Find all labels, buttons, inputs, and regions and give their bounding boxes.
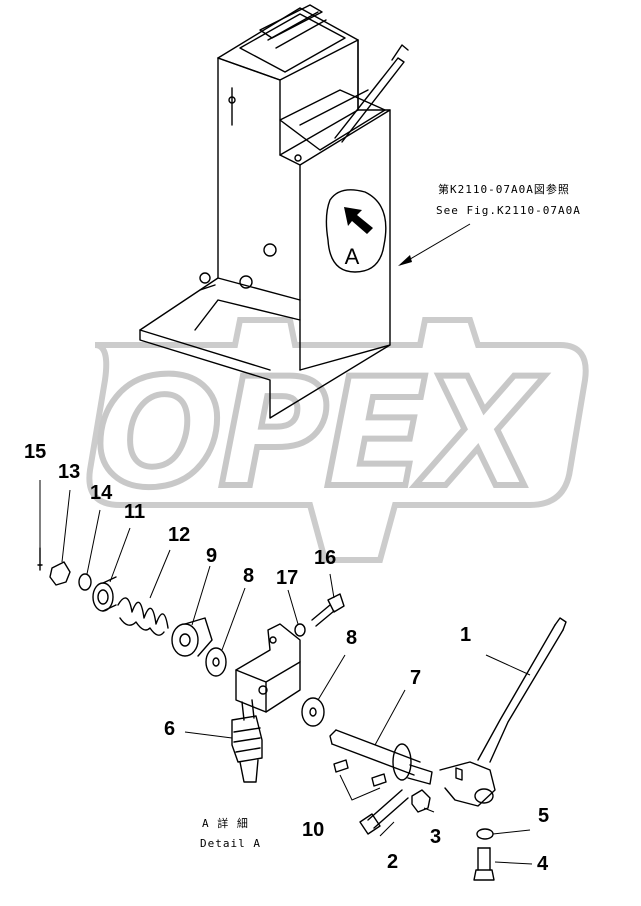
callout-14: 14 bbox=[90, 482, 113, 504]
watermark-gear bbox=[86, 317, 589, 563]
part-11-bushing bbox=[92, 527, 131, 612]
callout-1: 1 bbox=[460, 624, 471, 646]
watermark-text: OPEX bbox=[95, 347, 545, 521]
callout-5: 5 bbox=[538, 805, 549, 827]
detail-a-bubble bbox=[325, 189, 387, 273]
part-7-shaft bbox=[329, 689, 433, 785]
callout-8-upper: 8 bbox=[243, 565, 254, 587]
callout-2: 2 bbox=[387, 851, 398, 873]
part-16-bolt bbox=[311, 573, 345, 627]
callout-labels: 1 2 3 4 5 6 7 8 8 9 10 11 12 13 14 15 16… bbox=[24, 441, 549, 875]
part-9-collar bbox=[171, 565, 213, 657]
detail-a-arrow bbox=[344, 207, 373, 234]
part-8-washer-upper bbox=[205, 587, 246, 677]
opex-watermark: OPEX bbox=[86, 317, 589, 563]
callout-8-lower: 8 bbox=[346, 627, 357, 649]
detail-label-jp: A 詳 細 bbox=[202, 816, 249, 830]
callout-10: 10 bbox=[302, 819, 324, 841]
reference-note-jp: 第K2110-07A0A図参照 bbox=[438, 182, 570, 196]
part-14-washer bbox=[78, 509, 101, 591]
part-bracket bbox=[235, 623, 301, 713]
callout-13: 13 bbox=[58, 461, 80, 483]
reference-note-en: See Fig.K2110-07A0A bbox=[436, 204, 581, 217]
part-3-nut bbox=[411, 789, 435, 813]
callout-15: 15 bbox=[24, 441, 46, 463]
part-8-washer-lower bbox=[301, 654, 346, 727]
callout-9: 9 bbox=[206, 545, 217, 567]
reference-note: 第K2110-07A0A図参照 See Fig.K2110-07A0A bbox=[398, 182, 581, 266]
callout-17: 17 bbox=[276, 567, 298, 589]
detail-marker: A bbox=[345, 244, 360, 269]
part-1-lever bbox=[439, 617, 567, 807]
part-10-keys bbox=[333, 759, 387, 801]
callout-3: 3 bbox=[430, 826, 441, 848]
callout-6: 6 bbox=[164, 718, 175, 740]
detail-label-en: Detail A bbox=[200, 837, 261, 850]
part-6-switch bbox=[184, 699, 263, 783]
callout-16: 16 bbox=[314, 547, 336, 569]
callout-11: 11 bbox=[124, 501, 145, 523]
part-15-pin bbox=[37, 480, 43, 571]
part-17-washer bbox=[287, 589, 306, 637]
callout-7: 7 bbox=[410, 667, 421, 689]
column-housing: A bbox=[139, 4, 409, 419]
part-13-nut bbox=[49, 489, 71, 586]
detail-label: A 詳 細 Detail A bbox=[200, 816, 261, 850]
callout-4: 4 bbox=[537, 853, 549, 875]
part-5-washer bbox=[476, 828, 531, 840]
part-2-bolt bbox=[359, 789, 409, 837]
callout-12: 12 bbox=[168, 524, 190, 546]
part-4-bolt bbox=[473, 847, 533, 881]
part-12-spring bbox=[117, 549, 171, 636]
